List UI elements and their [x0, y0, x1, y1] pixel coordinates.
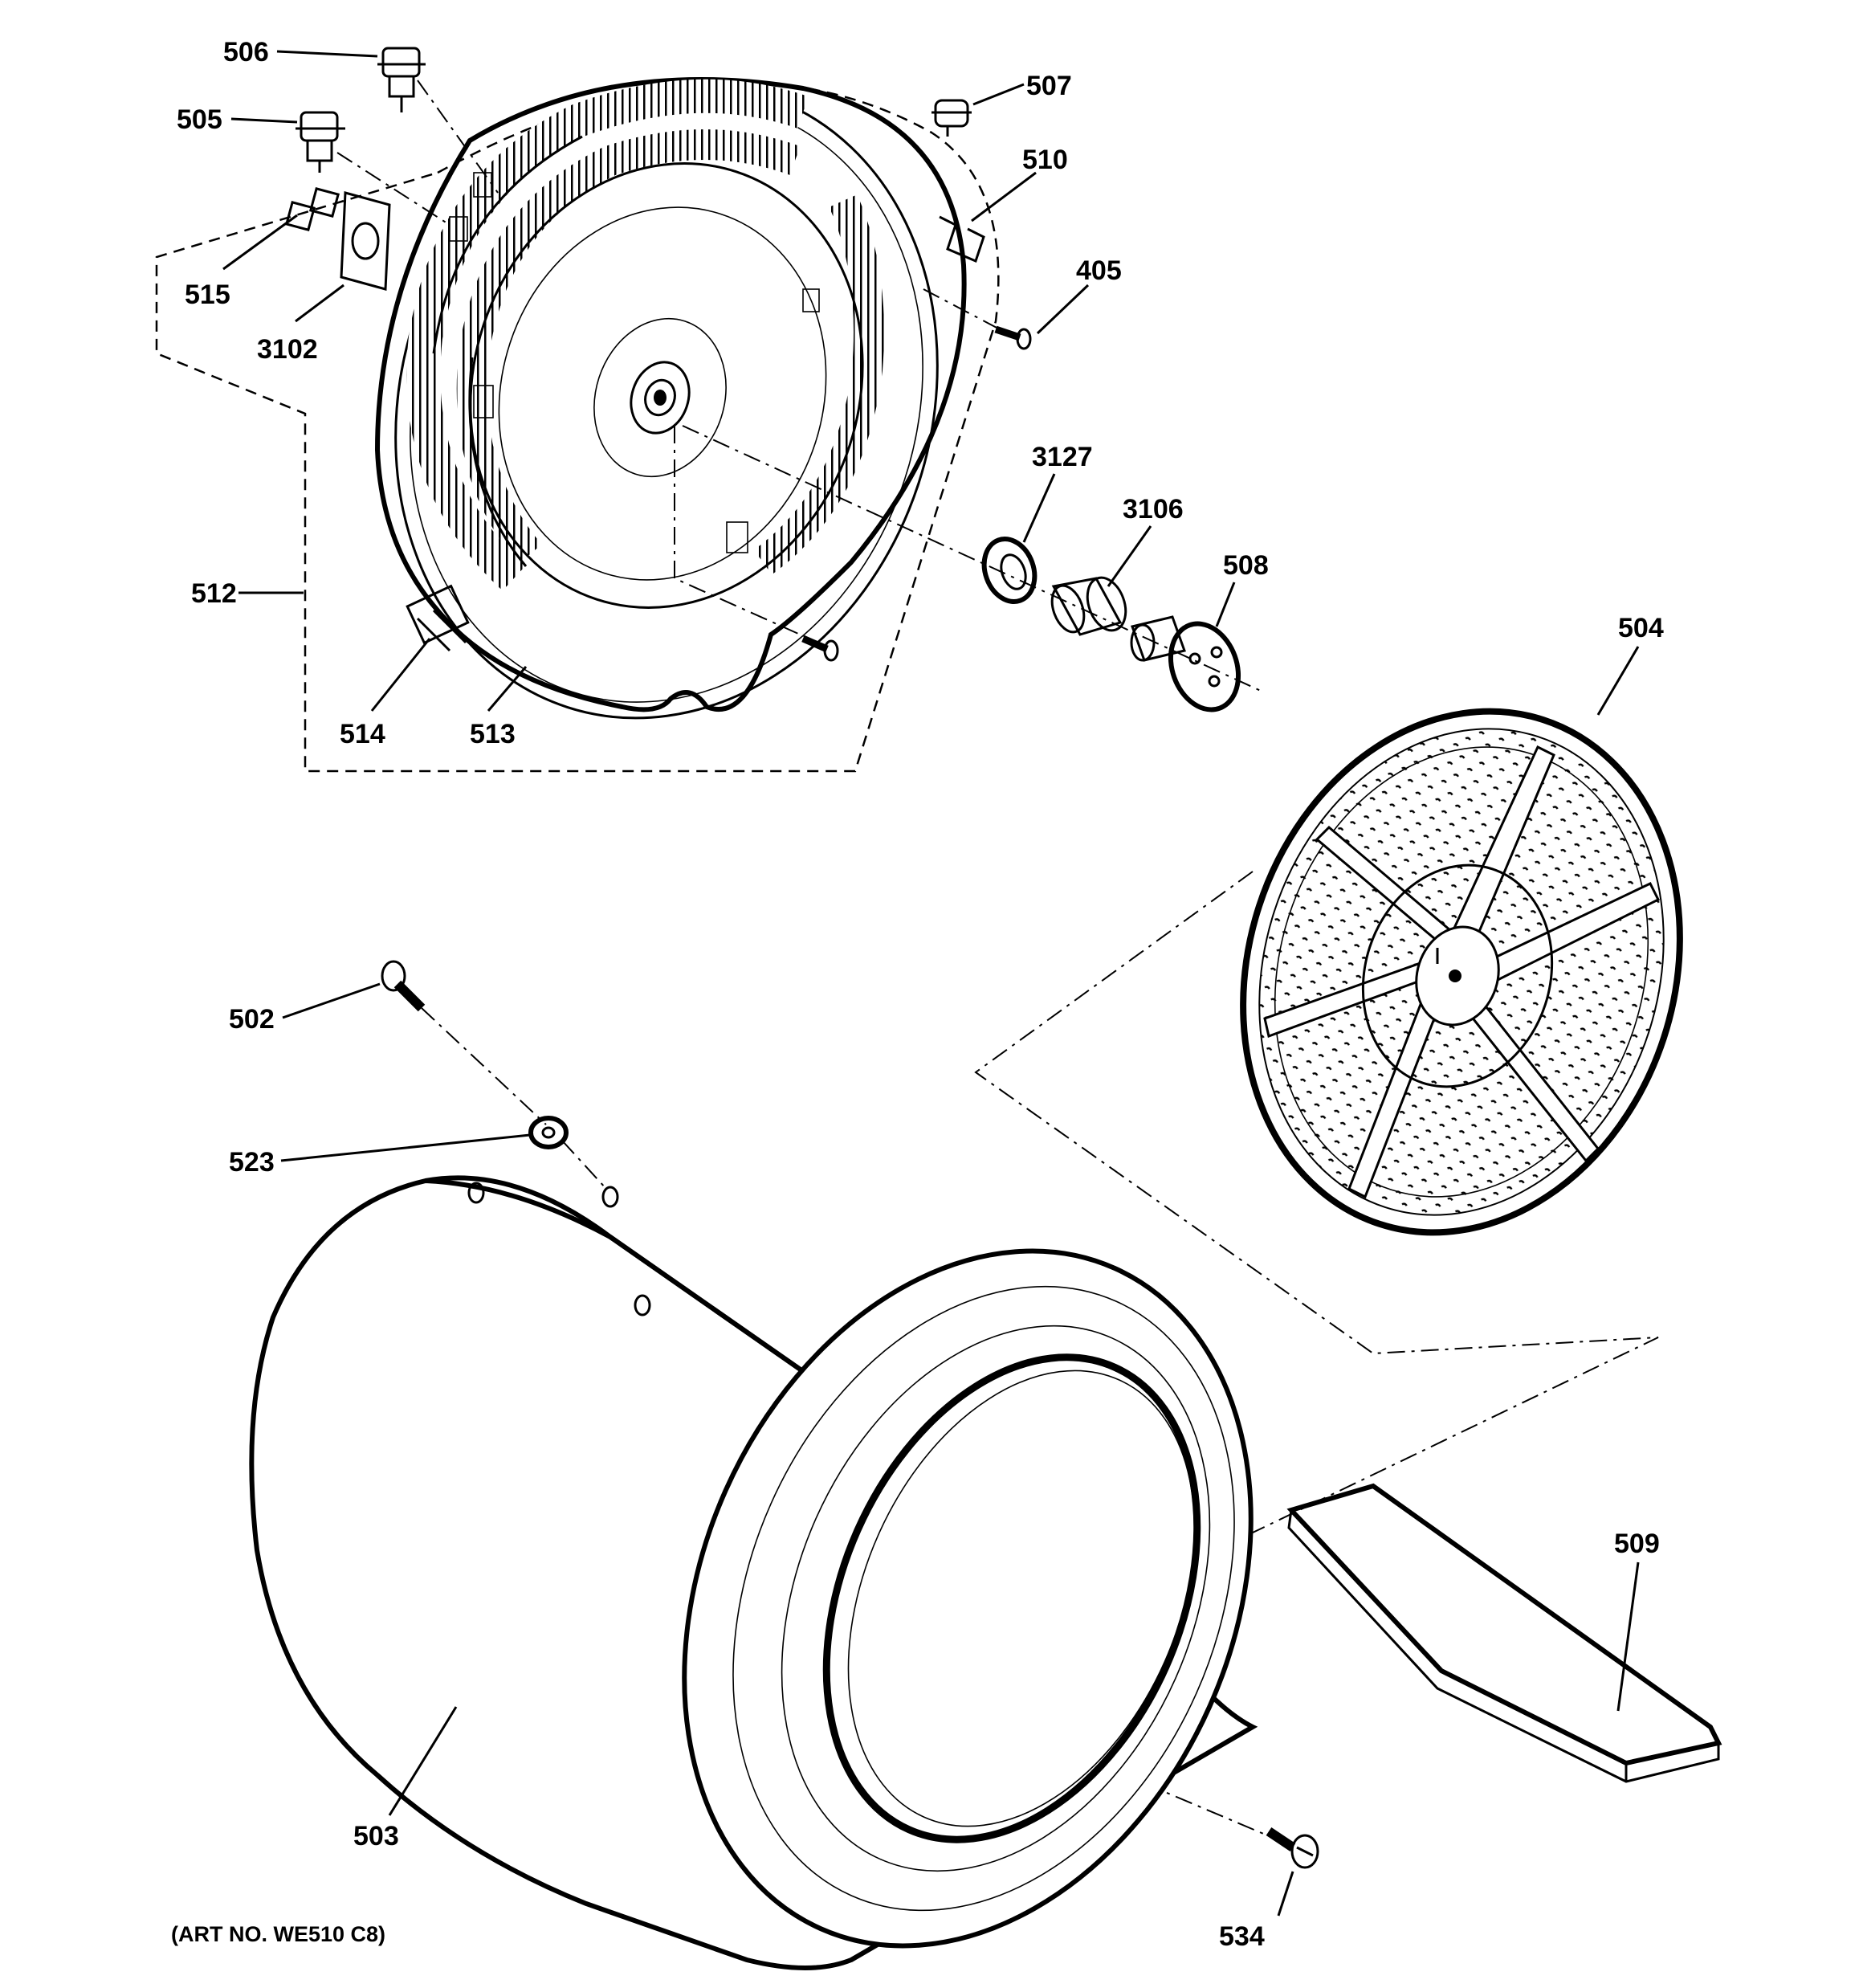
callout-523: 523 [229, 1147, 275, 1178]
plate-3102 [340, 191, 391, 291]
assembly-boundary-512 [155, 81, 1000, 773]
screw-502 [381, 960, 426, 1012]
drum-rear-panel-504 [1240, 708, 1683, 1236]
callout-505: 505 [177, 104, 222, 135]
callout-510: 510 [1022, 145, 1068, 175]
thermostat-506 [377, 47, 426, 112]
callout-507: 507 [1026, 71, 1072, 101]
washer-3127 [981, 537, 1037, 604]
heater-coil-inner [456, 129, 801, 565]
callout-509: 509 [1614, 1529, 1660, 1559]
baffle-509 [1286, 1483, 1722, 1783]
callout-3106: 3106 [1123, 494, 1184, 525]
callout-515: 515 [185, 280, 230, 310]
rear-bulkhead-assembly [155, 76, 1000, 773]
bearing-3106 [1050, 576, 1127, 636]
art-number: (ART NO. WE510 C8) [171, 1922, 385, 1946]
alignment-line [974, 871, 1659, 1647]
callout-503: 503 [353, 1821, 399, 1851]
callout-3127: 3127 [1032, 442, 1093, 472]
callout-506: 506 [223, 37, 269, 67]
thermostat-505 [296, 111, 345, 173]
callout-labels: 506 505 507 510 405 515 3102 3127 3106 5… [171, 37, 1664, 1952]
drum-503 [249, 1175, 1258, 1970]
bracket-510 [939, 215, 985, 263]
insulation-515 [285, 187, 340, 231]
callout-508: 508 [1223, 550, 1269, 581]
leader-lines [222, 50, 1640, 1917]
washer-523 [528, 1116, 569, 1149]
bulkhead-housing [374, 76, 967, 712]
callout-514: 514 [340, 719, 385, 749]
callout-534: 534 [1219, 1921, 1265, 1952]
callout-513: 513 [470, 719, 516, 749]
screw-405 [994, 325, 1032, 350]
heater-coil-outer [406, 79, 809, 591]
heater-coil-right [753, 194, 884, 575]
callout-512: 512 [191, 578, 237, 609]
callout-3102: 3102 [257, 334, 318, 365]
callout-405: 405 [1076, 255, 1122, 286]
thermal-fuse-507 [932, 99, 972, 137]
bulkhead-screw [801, 635, 839, 662]
drum-shaft-508 [1130, 615, 1241, 712]
screw-534 [1266, 1827, 1319, 1869]
callout-504: 504 [1618, 613, 1664, 643]
bulkhead-face [469, 162, 864, 609]
callout-502: 502 [229, 1004, 275, 1035]
